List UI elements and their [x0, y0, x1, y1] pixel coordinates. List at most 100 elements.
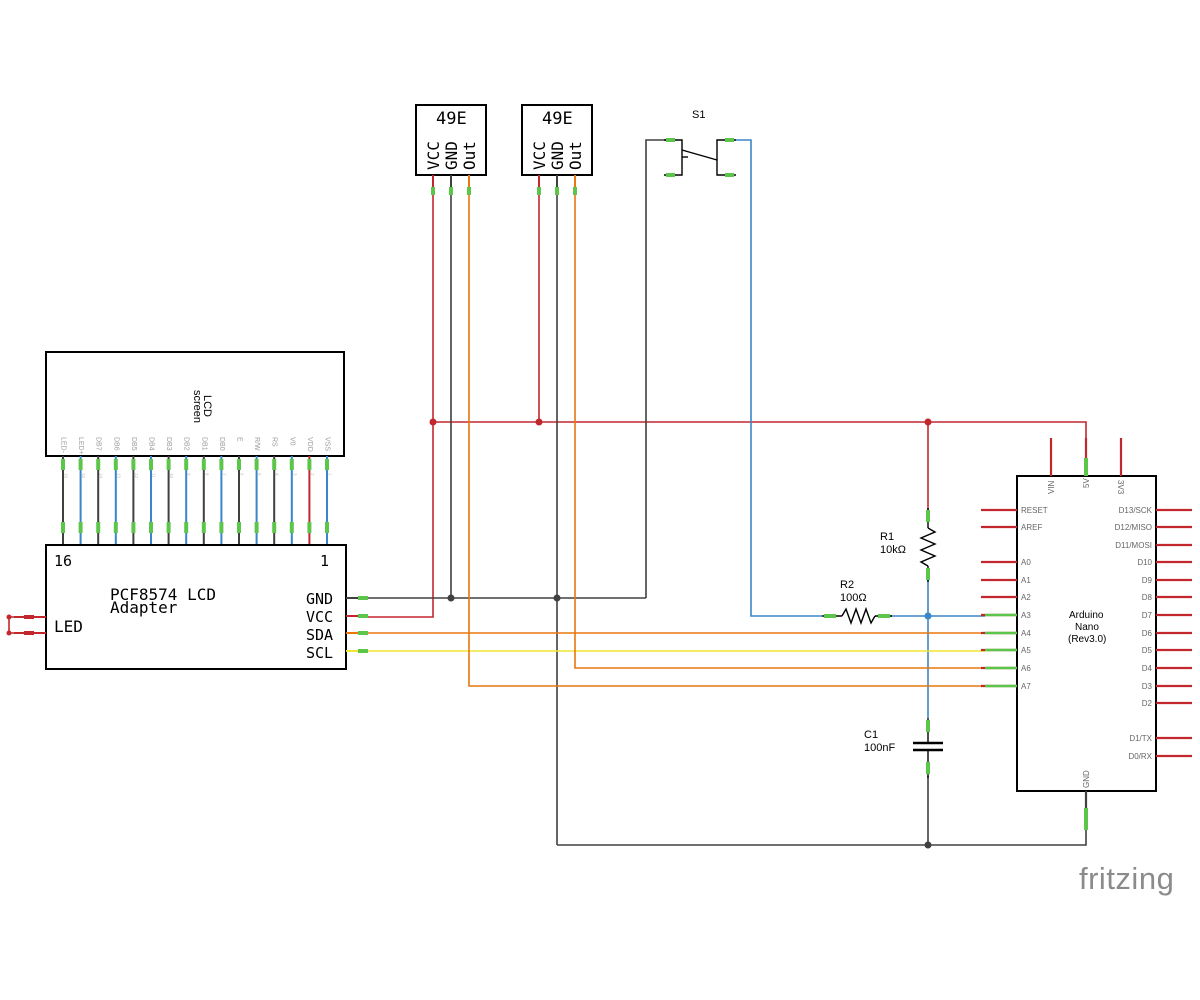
junction-dot — [924, 841, 932, 849]
wire-hall2-out-a6[interactable] — [574, 192, 985, 669]
hall-sensor-1-part: 49E — [436, 109, 467, 129]
adapter-pin-16-label: 16 — [54, 552, 72, 570]
hall-sensor-1-body — [415, 104, 487, 176]
junction-dot — [6, 630, 12, 636]
nano-top-pin-label: 5V — [1082, 478, 1091, 488]
switch-s1-left-contact — [664, 139, 683, 176]
lcd-pin-label: R/W — [253, 437, 260, 451]
adapter-right-pins — [346, 596, 368, 653]
hall-sensor-2-body — [521, 104, 593, 176]
hall-sensor-1-vcc: VCC — [424, 141, 443, 170]
adapter-pin-1-label: 1 — [320, 552, 329, 570]
nano-right-pin-label: D12/MISO — [1115, 523, 1152, 532]
switch-s1-label: S1 — [692, 109, 705, 121]
wire-gnd-switch[interactable] — [645, 139, 669, 598]
nano-left-pin-label: A0 — [1021, 558, 1031, 567]
switch-s1[interactable]: S1 — [664, 109, 736, 177]
nano-right-pin-label: D0/RX — [1128, 752, 1152, 761]
lcd-pin-label: DB3 — [165, 437, 172, 451]
wire-vcc-hall1[interactable] — [368, 192, 434, 618]
nano-left-pin-label: A5 — [1021, 646, 1031, 655]
lcd-pin-number: 10 — [169, 473, 174, 479]
r2-zigzag — [841, 606, 876, 626]
nano-bottom-pin-label: GND — [1082, 770, 1091, 788]
lcd-screen-title-2: screen — [191, 390, 203, 423]
nano-top-pin-label: 3V3 — [1116, 480, 1125, 495]
r1-name: R1 — [880, 531, 894, 543]
wire-vcc-bus[interactable] — [433, 421, 1087, 475]
nano-top-pin-label: VIN — [1047, 480, 1056, 494]
arduino-nano[interactable]: Arduino Nano (Rev3.0) VIN 5V 3V3 GND RES… — [981, 438, 1192, 830]
lcd-pin-number: 4 — [275, 473, 280, 476]
lcd-pin-number: 5 — [257, 473, 262, 476]
junctions — [6, 418, 932, 849]
nano-right-pin-label: D7 — [1142, 611, 1153, 620]
lcd-pin-number: 16 — [64, 473, 69, 479]
nano-left-pin-label: A3 — [1021, 611, 1031, 620]
nano-left-pin-label: AREF — [1021, 523, 1042, 532]
nano-left-pin-label: RESET — [1021, 506, 1048, 515]
lcd-pin-label: DB4 — [148, 437, 155, 451]
nano-right-pin-label: D2 — [1142, 699, 1153, 708]
nano-right-pins: D13/SCKD12/MISOD11/MOSID10D9D8D7D6D5D4D3… — [1115, 506, 1192, 761]
nano-title-2: Nano — [1075, 622, 1099, 633]
lcd-screen[interactable]: LCD screen LED-16LED+15DB714DB613DB512DB… — [45, 351, 345, 545]
nano-left-pin-label: A6 — [1021, 664, 1031, 673]
nano-right-pin-label: D3 — [1142, 682, 1153, 691]
hall-sensor-2-out: Out — [566, 141, 585, 170]
switch-s1-lever — [681, 149, 718, 161]
lcd-pin-label: E — [236, 437, 243, 442]
lcd-pin-label: V0 — [288, 437, 295, 446]
adapter-sda-label: SDA — [306, 626, 333, 644]
nano-right-pin-label: D4 — [1142, 664, 1153, 673]
resistor-r2[interactable]: R2 100Ω — [822, 579, 892, 626]
adapter-vcc-label: VCC — [306, 608, 333, 626]
adapter-title-2: Adapter — [110, 598, 178, 617]
lcd-pin-label: LED+ — [77, 437, 84, 455]
lcd-pin-label: DB5 — [130, 437, 137, 451]
adapter-title-1: PCF8574 LCD — [110, 585, 216, 604]
lcd-pin-number: 12 — [134, 473, 139, 479]
lcd-pin-label: DB1 — [200, 437, 207, 451]
adapter-led-label: LED — [54, 617, 83, 636]
junction-dot — [924, 418, 932, 426]
r2-name: R2 — [840, 579, 854, 591]
hall-sensor-1-gnd: GND — [442, 141, 461, 170]
lcd-pin-label: RS — [271, 437, 278, 447]
lcd-pin-number: 8 — [204, 473, 209, 476]
lcd-pin-number: 9 — [187, 473, 192, 476]
lcd-pin-number: 3 — [292, 473, 297, 476]
lcd-screen-body — [45, 351, 345, 457]
nano-left-pin-label: A2 — [1021, 593, 1031, 602]
lcd-screen-title-1: LCD — [201, 395, 213, 417]
adapter-scl-label: SCL — [306, 644, 333, 662]
nano-right-pin-label: D8 — [1142, 593, 1153, 602]
lcd-pin-label: DB6 — [112, 437, 119, 451]
wire-led-jumper[interactable] — [8, 616, 30, 634]
nano-right-pin-label: D5 — [1142, 646, 1153, 655]
capacitor-c1[interactable]: C1 100nF — [864, 718, 943, 778]
hall-sensor-2[interactable]: 49E VCC GND Out — [521, 104, 593, 195]
hall-sensor-1[interactable]: 49E VCC GND Out — [415, 104, 487, 195]
wire-switch-to-r2[interactable] — [735, 139, 822, 617]
nano-right-pin-label: D11/MOSI — [1115, 541, 1152, 550]
hall-sensor-1-out: Out — [460, 141, 479, 170]
wires — [8, 139, 1087, 846]
lcd-pin-number: 15 — [81, 473, 86, 479]
r1-value: 10kΩ — [880, 544, 906, 556]
nano-right-pin-label: D10 — [1137, 558, 1152, 567]
c1-value: 100nF — [864, 742, 895, 754]
junction-dot — [447, 594, 455, 602]
nano-left-pin-label: A7 — [1021, 682, 1031, 691]
wire-gnd-bottom[interactable] — [557, 830, 1087, 846]
switch-s1-right-contact — [716, 139, 736, 176]
lcd-pin-label: DB0 — [218, 437, 225, 451]
pcf8574-adapter[interactable]: 16 1 PCF8574 LCD Adapter LED GND VCC SDA… — [14, 544, 368, 670]
resistor-r1[interactable]: R1 10kΩ — [880, 508, 937, 582]
wire-hall1-out-a7[interactable] — [468, 192, 985, 687]
lcd-pin-number: 2 — [310, 473, 315, 476]
lcd-pin-number: 1 — [328, 473, 333, 476]
adapter-body — [45, 544, 347, 670]
